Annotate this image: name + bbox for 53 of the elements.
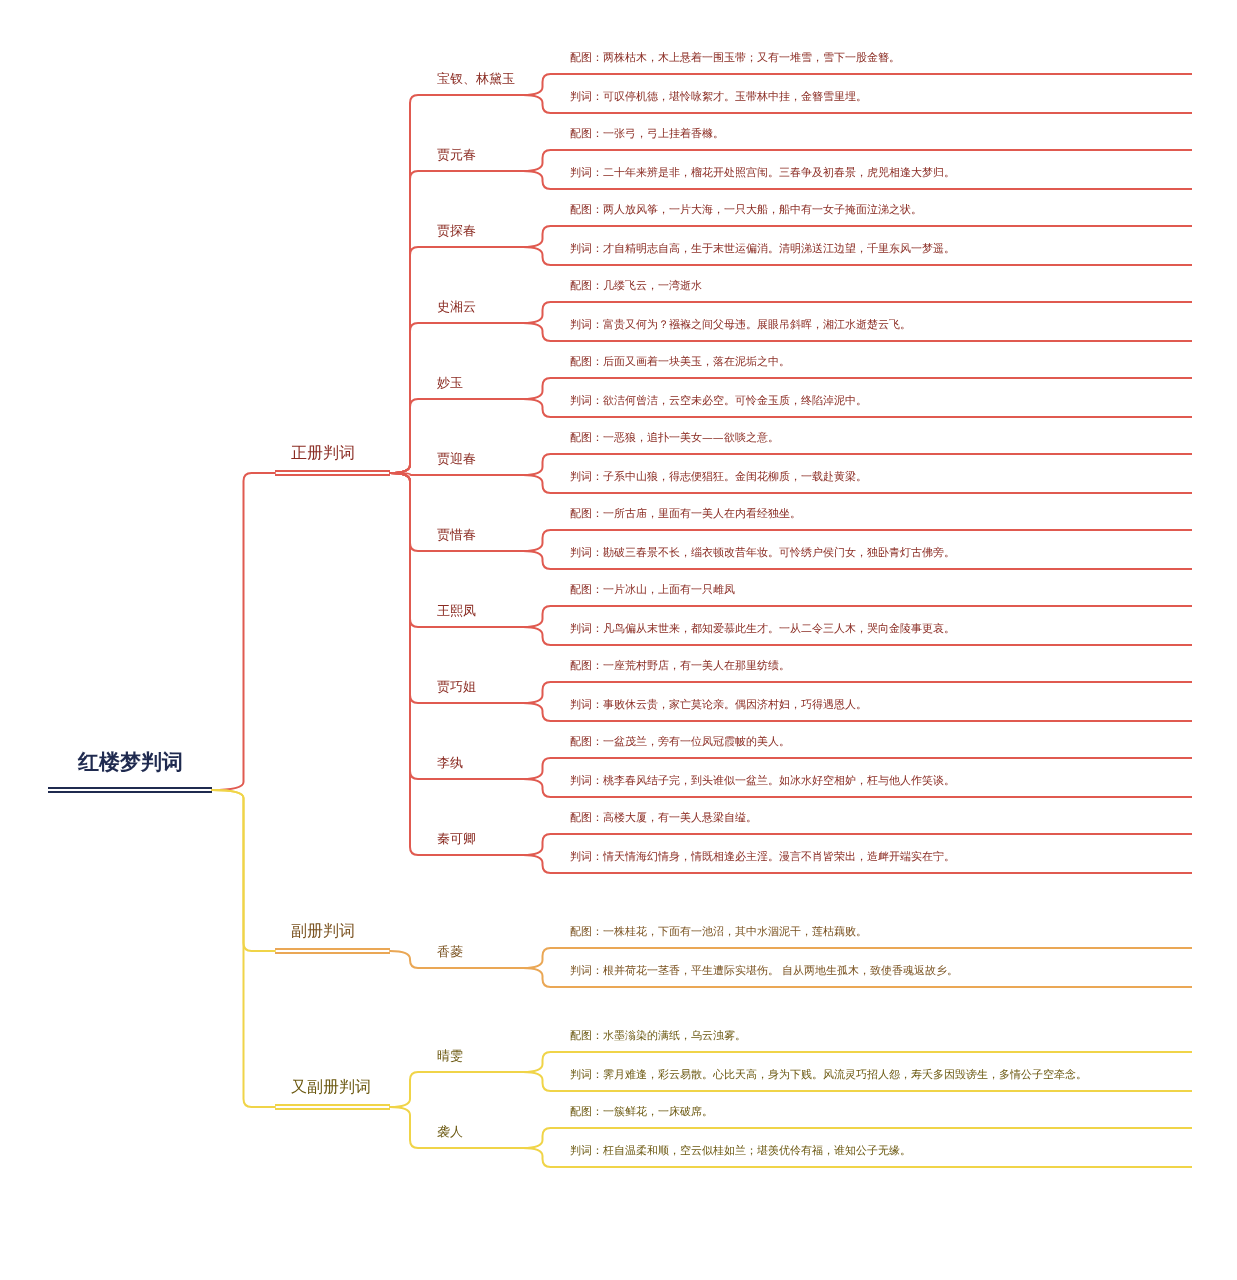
connector (522, 1071, 563, 1092)
connector (522, 1147, 563, 1168)
topic-text: 判词：根并荷花一茎香，平生遭际实堪伤。 自从两地生孤木，致使香魂返故乡。 (562, 963, 1192, 988)
subtopic: 王熙凤 (430, 602, 523, 628)
topic-text: 配图：两人放风筝，一片大海，一只大船，船中有一女子掩面泣涕之状。 (562, 202, 1192, 227)
subtopic: 秦可卿 (430, 830, 523, 856)
topic-text: 配图：一座荒村野店，有一美人在那里纺绩。 (562, 658, 1192, 683)
subtopic: 贾迎春 (430, 450, 523, 476)
topic-text: 配图：几缕飞云，一湾逝水 (562, 278, 1192, 303)
topic-text: 配图：后面又画着一块美玉，落在泥垢之中。 (562, 354, 1192, 379)
topic-text: 判词：才自精明志自高，生于末世运偏消。清明涕送江边望，千里东风一梦遥。 (562, 241, 1192, 266)
connector (522, 967, 563, 988)
topic-text: 判词：霁月难逢，彩云易散。心比天高，身为下贱。风流灵巧招人怨，寿夭多因毁谤生，多情公子空牵念。 (562, 1067, 1192, 1092)
subtopic: 李纨 (430, 754, 523, 780)
subtopic: 晴雯 (430, 1047, 523, 1073)
topic-text: 判词：富贵又何为？襁褓之间父母违。展眼吊斜晖，湘江水逝楚云飞。 (562, 317, 1192, 342)
topic-text: 判词：勘破三春景不长，缁衣顿改昔年妆。可怜绣户侯门女，独卧青灯古佛旁。 (562, 545, 1192, 570)
topic-text: 判词：事败休云贵，家亡莫论亲。偶因济村妇，巧得遇恩人。 (562, 697, 1192, 722)
topic-text: 配图：一簇鲜花，一床破席。 (562, 1104, 1192, 1129)
main-topic: 副册判词 (275, 920, 390, 954)
subtopic: 贾探春 (430, 222, 523, 248)
subtopic: 贾巧姐 (430, 678, 523, 704)
subtopic: 袭人 (430, 1123, 523, 1149)
topic-text: 配图：高楼大厦，有一美人悬梁自缢。 (562, 810, 1192, 835)
subtopic: 贾元春 (430, 146, 523, 172)
topic-text: 判词：子系中山狼，得志便猖狂。金闺花柳质，一载赴黄梁。 (562, 469, 1192, 494)
connector (389, 950, 431, 969)
topic-text: 配图：一株桂花，下面有一池沼，其中水涸泥干，莲枯藕败。 (562, 924, 1192, 949)
topic-text: 配图：一所古庙，里面有一美人在内看经独坐。 (562, 506, 1192, 531)
main-topic: 又副册判词 (275, 1076, 390, 1110)
connector (389, 472, 431, 856)
subtopic: 史湘云 (430, 298, 523, 324)
topic-text: 判词：可叹停机德，堪怜咏絮才。玉带林中挂，金簪雪里埋。 (562, 89, 1192, 114)
topic-text: 配图：一恶狼，追扑一美女——欲啖之意。 (562, 430, 1192, 455)
main-topic: 正册判词 (275, 442, 390, 476)
topic-text: 配图：水墨滃染的满纸，乌云浊雾。 (562, 1028, 1192, 1053)
topic-text: 配图：两株枯木，木上悬着一围玉带；又有一堆雪，雪下一股金簪。 (562, 50, 1192, 75)
connector (211, 789, 276, 1108)
subtopic: 贾惜春 (430, 526, 523, 552)
topic-text: 判词：情天情海幻情身，情既相逢必主淫。漫言不肖皆荣出，造衅开端实在宁。 (562, 849, 1192, 874)
subtopic: 妙玉 (430, 374, 523, 400)
topic-text: 配图：一张弓，弓上挂着香橼。 (562, 126, 1192, 151)
topic-text: 判词：欲洁何曾洁，云空未必空。可怜金玉质，终陷淖泥中。 (562, 393, 1192, 418)
topic-text: 判词：桃李春风结子完，到头谁似一盆兰。如冰水好空相妒，枉与他人作笑谈。 (562, 773, 1192, 798)
subtopic: 香菱 (430, 943, 523, 969)
connector (389, 1106, 431, 1149)
topic-text: 判词：凡鸟偏从末世来，都知爱慕此生才。一从二令三人木，哭向金陵事更哀。 (562, 621, 1192, 646)
topic-text: 配图：一片冰山，上面有一只雌凤 (562, 582, 1192, 607)
topic-text: 判词：枉自温柔和顺，空云似桂如兰；堪羡优伶有福，谁知公子无缘。 (562, 1143, 1192, 1168)
subtopic: 宝钗、林黛玉 (430, 70, 523, 96)
central-topic: 红楼梦判词 (48, 747, 212, 793)
topic-text: 配图：一盆茂兰，旁有一位凤冠霞帔的美人。 (562, 734, 1192, 759)
topic-text: 判词：二十年来辨是非，榴花开处照宫闱。三春争及初春景，虎兕相逢大梦归。 (562, 165, 1192, 190)
